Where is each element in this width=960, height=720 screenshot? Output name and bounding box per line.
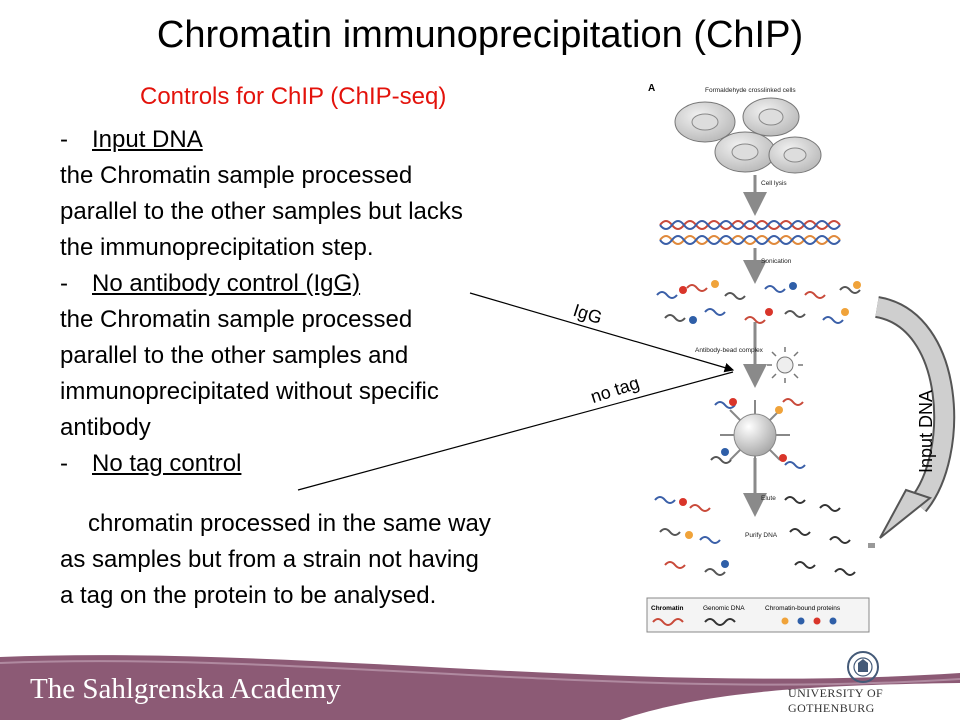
body-line: chromatin processed in the same way	[88, 510, 491, 537]
footer-brand: The Sahlgrenska Academy	[30, 673, 341, 705]
slide-subtitle: Controls for ChIP (ChIP-seq)	[140, 83, 447, 110]
body-line: the Chromatin sample processed	[60, 306, 413, 333]
step-label-bead: Antibody-bead complex	[695, 347, 764, 354]
igg-connector-line	[469, 292, 735, 373]
body-line: antibody	[60, 414, 151, 441]
legend-chromatin: Chromatin	[651, 605, 684, 612]
input-dna-heading: Input DNA	[92, 126, 203, 153]
crosslinked-cells	[674, 97, 822, 174]
legend-bound-proteins: Chromatin-bound proteins	[765, 605, 841, 612]
dash: -	[60, 126, 68, 153]
step-label-elute: Elute	[761, 495, 776, 502]
section-heading-input-dna: -Input DNA	[60, 122, 203, 158]
dash: -	[60, 450, 68, 477]
body-line: as samples but from a strain not having	[60, 546, 479, 573]
slide-title: Chromatin immunoprecipitation (ChIP)	[156, 14, 804, 56]
no-tag-heading: No tag control	[92, 450, 242, 477]
input-dna-arc-fill	[874, 298, 954, 511]
step-label-sonication: Sonication	[761, 258, 792, 265]
dash: -	[60, 270, 68, 297]
body-line: a tag on the protein to be analysed.	[60, 582, 437, 609]
legend-genomic-dna: Genomic DNA	[703, 605, 745, 612]
eluted-dna	[654, 496, 856, 576]
sonicated-fragments	[656, 280, 861, 324]
arrow-tip-mark	[868, 543, 875, 548]
step-label-purify: Purify DNA	[745, 532, 778, 539]
body-line: parallel to the other samples but lacks	[60, 198, 463, 225]
no-antibody-heading: No antibody control (IgG)	[92, 270, 361, 297]
step-label-cells: Formaldehyde crosslinked cells	[705, 87, 796, 94]
body-line: the immunoprecipitation step.	[60, 234, 374, 261]
step-label-lysis: Cell lysis	[761, 180, 787, 187]
antibody-bead-complex	[710, 347, 806, 470]
no-tag-connector-line	[297, 371, 734, 491]
body-line: the Chromatin sample processed	[60, 162, 413, 189]
university-seal-icon	[847, 651, 879, 683]
body-line: parallel to the other samples and	[60, 342, 409, 369]
university-name: UNIVERSITY OF GOTHENBURG	[788, 686, 884, 715]
input-dna-label: Input DNA	[916, 389, 936, 473]
body-line: immunoprecipitated without specific	[60, 378, 439, 405]
chromatin-strands	[659, 220, 841, 245]
section-heading-no-tag: -No tag control	[60, 446, 241, 482]
diagram-legend: Chromatin Genomic DNA Chromatin-bound pr…	[646, 597, 870, 633]
panel-letter: A	[648, 83, 655, 94]
section-heading-no-antibody: -No antibody control (IgG)	[60, 266, 360, 302]
input-dna-arrowhead	[879, 488, 933, 539]
footer-band	[0, 655, 960, 720]
chip-workflow-diagram: A Formaldehyde crosslinked cells Cell ly…	[645, 80, 877, 635]
